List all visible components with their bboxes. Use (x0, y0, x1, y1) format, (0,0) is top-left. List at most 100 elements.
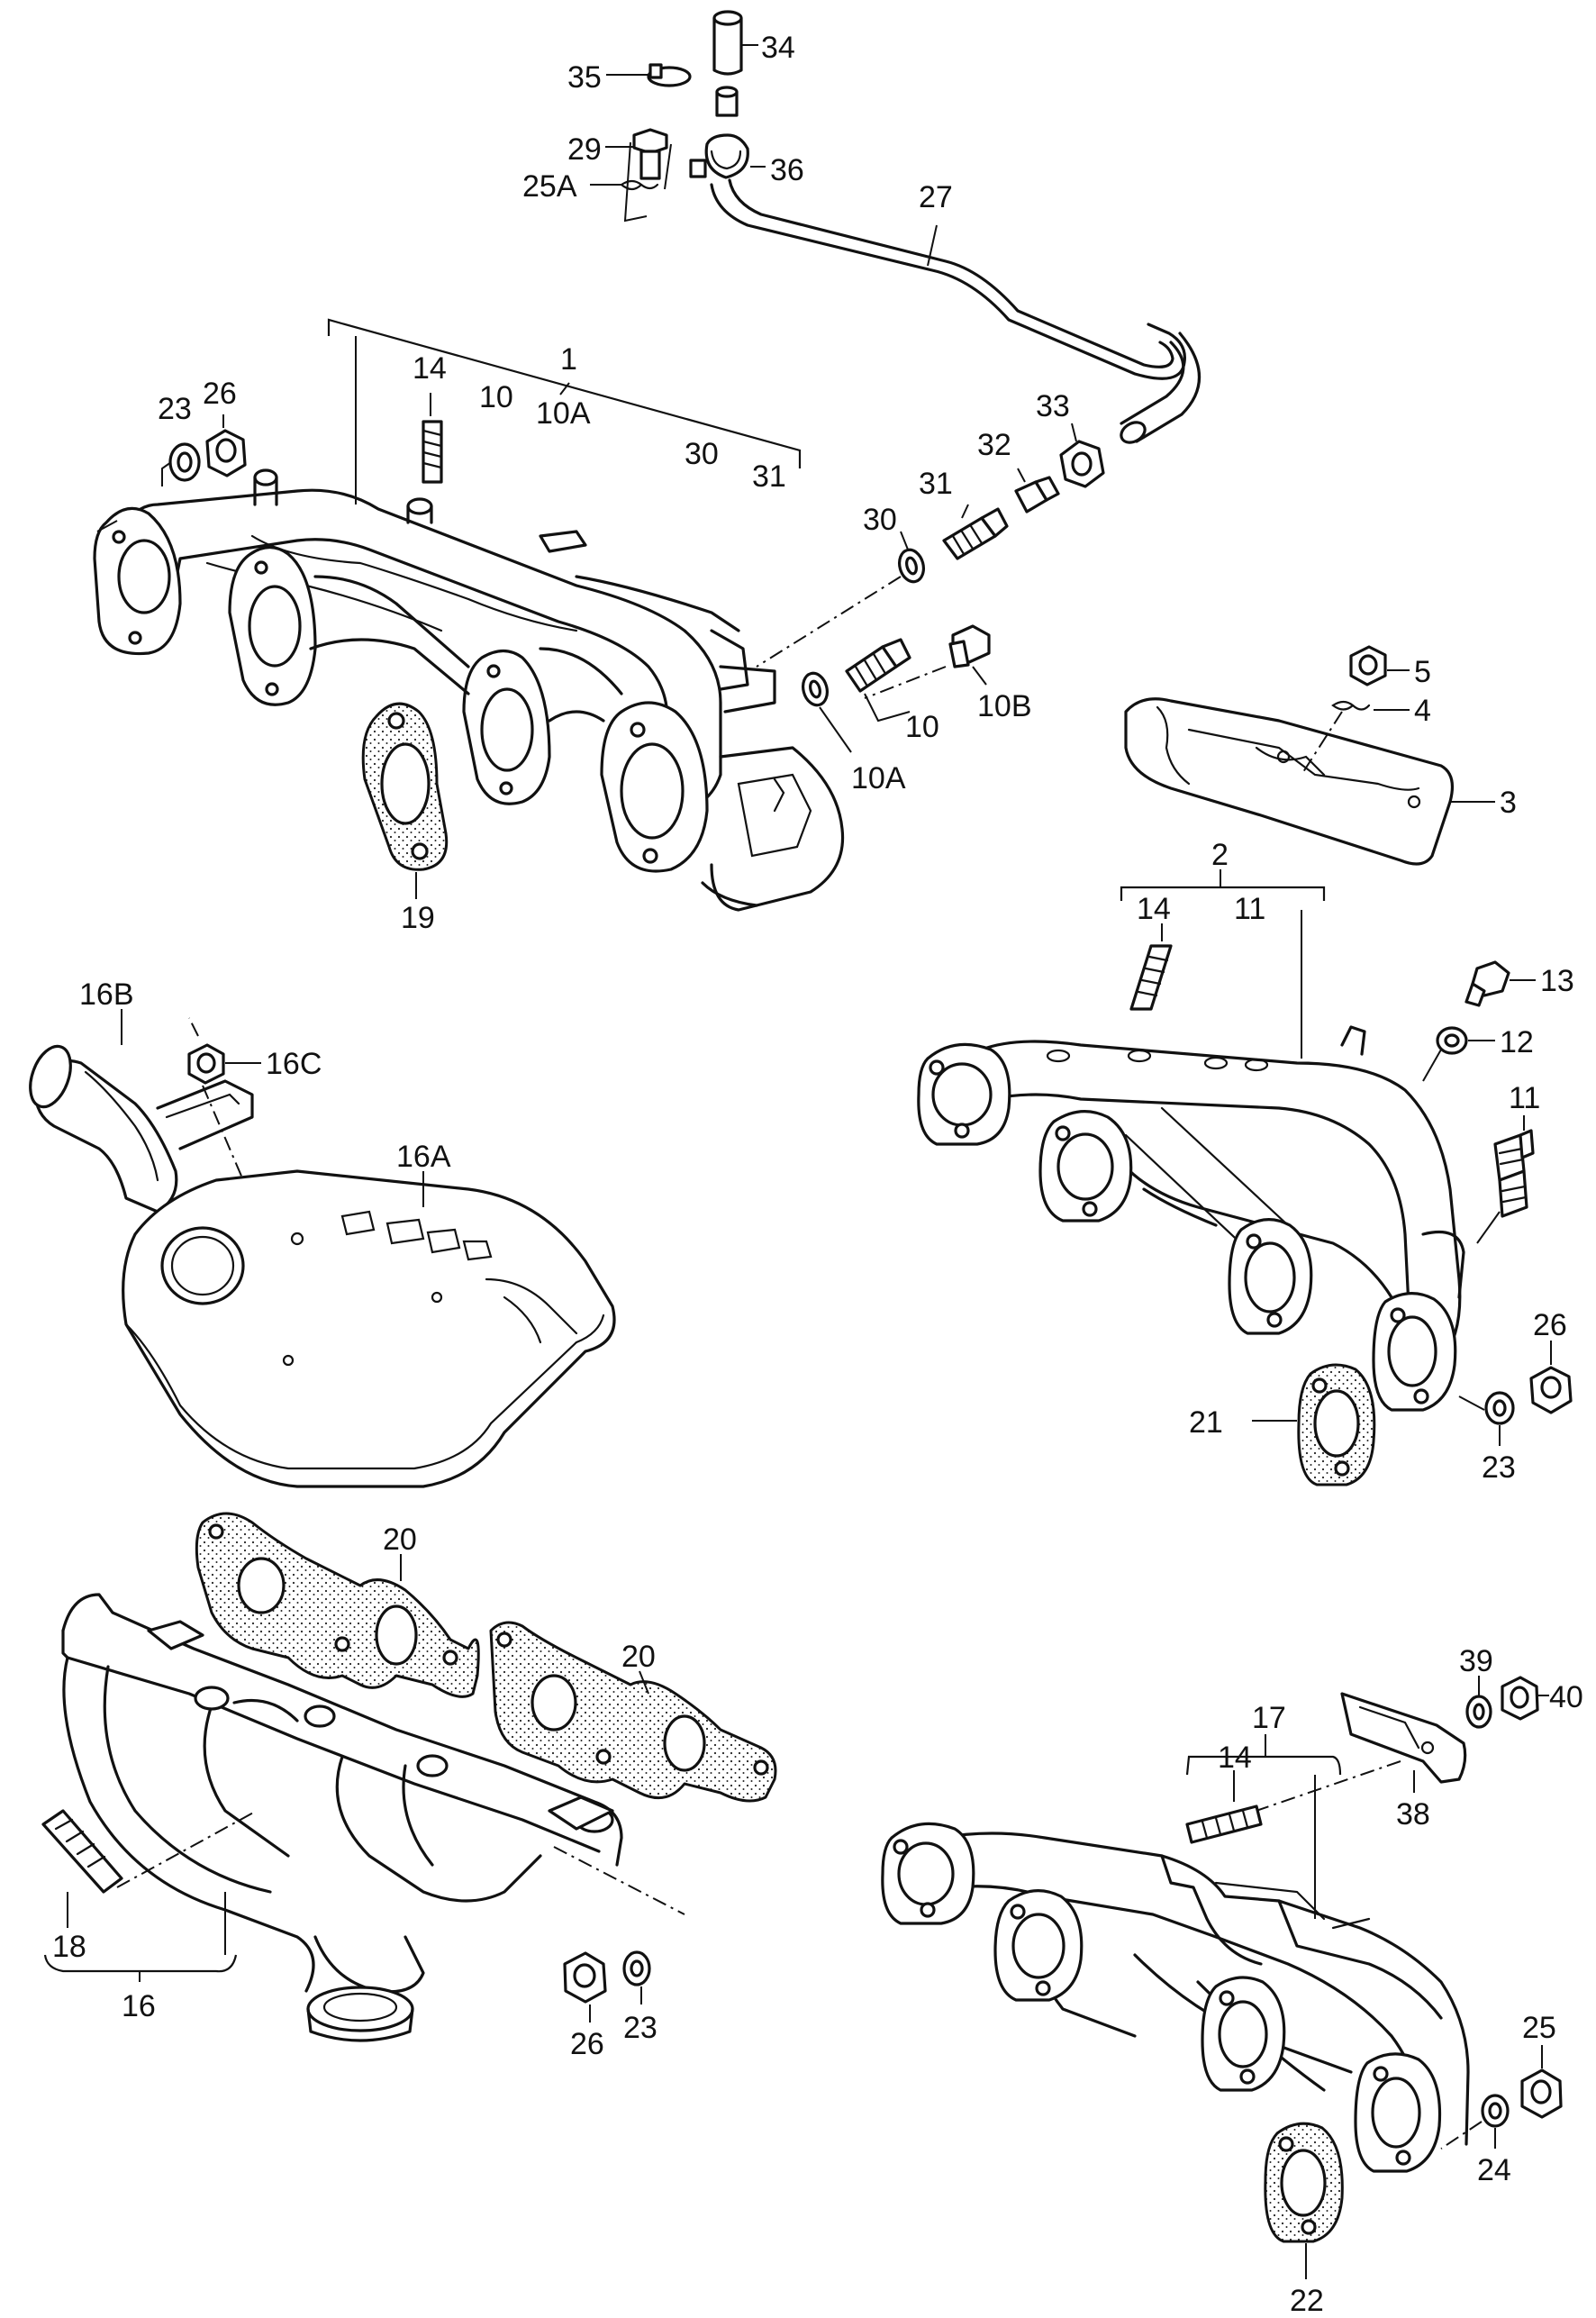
label-38: 38 (1396, 1797, 1430, 1832)
label-30-top: 30 (685, 437, 719, 471)
label-39: 39 (1459, 1644, 1493, 1678)
manifold-16 (61, 1593, 685, 2042)
manifold-17 (881, 1734, 1470, 2173)
label-25-bot: 25 (1522, 2011, 1556, 2045)
label-20-a: 20 (383, 1523, 417, 1557)
label-14-top: 14 (413, 351, 447, 386)
label-34: 34 (761, 31, 795, 65)
clamp-36 (689, 133, 749, 179)
heat-shield-38 (1340, 1692, 1467, 1793)
flange-2d (1372, 1292, 1457, 1412)
label-10-right: 10 (905, 710, 939, 744)
flange-1d (600, 701, 709, 873)
label-21: 21 (1189, 1405, 1223, 1440)
label-22: 22 (1290, 2284, 1324, 2318)
clamp-35 (647, 63, 692, 87)
bolt-29 (632, 128, 668, 180)
fitting-10 (845, 638, 911, 693)
stud-14-bot (1185, 1804, 1263, 1844)
leader-lines-top (590, 44, 938, 267)
label-14-mid: 14 (1137, 892, 1171, 926)
label-26-top: 26 (203, 377, 237, 411)
flange-1c (462, 649, 551, 805)
label-10a-right: 10A (851, 761, 906, 795)
washer-39 (1465, 1676, 1492, 1729)
union-32 (1014, 476, 1060, 514)
stud-14-top (422, 420, 443, 484)
nut-26-mid (1529, 1341, 1573, 1414)
nut-25 (1520, 2045, 1563, 2119)
label-31-right: 31 (919, 467, 953, 501)
flange-17b (993, 1888, 1084, 2002)
flange-17d (1354, 2052, 1442, 2173)
label-10a-top: 10A (536, 396, 591, 431)
washer-30 (898, 548, 925, 584)
flange-2b (1038, 1109, 1133, 1223)
nut-26-bot (563, 1951, 607, 2023)
label-14-bot: 14 (1218, 1741, 1252, 1775)
label-32: 32 (977, 428, 1011, 462)
flange-1b (228, 545, 317, 706)
label-5: 5 (1414, 655, 1431, 689)
label-26-bot: 26 (570, 2027, 604, 2061)
label-30-right: 30 (863, 503, 897, 537)
label-36: 36 (770, 153, 804, 187)
flange-2c (1228, 1218, 1313, 1335)
gasket-22 (1264, 2122, 1344, 2279)
label-23-bot: 23 (623, 2011, 657, 2045)
label-16: 16 (122, 1989, 156, 2023)
washer-12 (1422, 1026, 1495, 1082)
label-4: 4 (1414, 694, 1431, 728)
stud-18 (41, 1809, 258, 1928)
bracket-16-label (43, 1892, 238, 1982)
label-25a-top: 25A (522, 169, 577, 204)
label-3: 3 (1500, 786, 1517, 820)
gasket-20a (195, 1512, 480, 1698)
flange-2a (917, 1042, 1011, 1146)
elbow-16b (29, 1009, 254, 1214)
label-40: 40 (1549, 1680, 1583, 1714)
label-27: 27 (919, 180, 953, 214)
gasket-21 (1252, 1363, 1376, 1486)
stud-14-mid (1129, 944, 1173, 1011)
label-24: 24 (1477, 2153, 1511, 2187)
label-31-top: 31 (752, 459, 786, 494)
label-18: 18 (52, 1930, 86, 1964)
label-23-top: 23 (158, 392, 192, 426)
sleeve-34 (712, 10, 743, 76)
label-16c: 16C (266, 1047, 322, 1081)
label-11-mid: 11 (1234, 892, 1265, 926)
nut-40 (1501, 1676, 1549, 1721)
fittings-top-right (756, 423, 1105, 753)
heat-shield-3 (1124, 697, 1495, 866)
label-26-mid: 26 (1533, 1308, 1567, 1342)
label-16b: 16B (79, 977, 134, 1012)
label-12: 12 (1500, 1025, 1534, 1059)
label-23-mid: 23 (1482, 1450, 1516, 1485)
washer-10a (802, 671, 829, 707)
bolt-13 (1465, 960, 1536, 1007)
lock-washer-4 (1301, 700, 1410, 776)
pipe-assembly (620, 10, 1202, 444)
label-13: 13 (1540, 964, 1574, 998)
label-17: 17 (1252, 1701, 1286, 1735)
washer-23-top (168, 442, 201, 482)
label-19: 19 (401, 901, 435, 935)
callout-labels: 34 35 29 25A 36 27 1 14 10 10A 30 31 23 … (52, 31, 1583, 2318)
gasket-19 (361, 702, 449, 899)
fitting-11 (1476, 1115, 1535, 1244)
gasket-20b (489, 1621, 777, 1803)
label-11-right: 11 (1509, 1081, 1540, 1115)
nut-5 (1349, 645, 1410, 686)
washer-23-bot (622, 1950, 651, 2004)
label-10b: 10B (977, 689, 1032, 723)
flange-17a (881, 1822, 975, 1925)
label-29: 29 (567, 132, 602, 167)
label-16a: 16A (396, 1140, 451, 1174)
washer-23-mid (1458, 1391, 1515, 1446)
label-1: 1 (560, 342, 577, 377)
nut-26-top (205, 429, 247, 477)
fitting-31 (942, 507, 1009, 560)
nut-16c (187, 1017, 271, 1244)
flange-1a (93, 506, 182, 656)
